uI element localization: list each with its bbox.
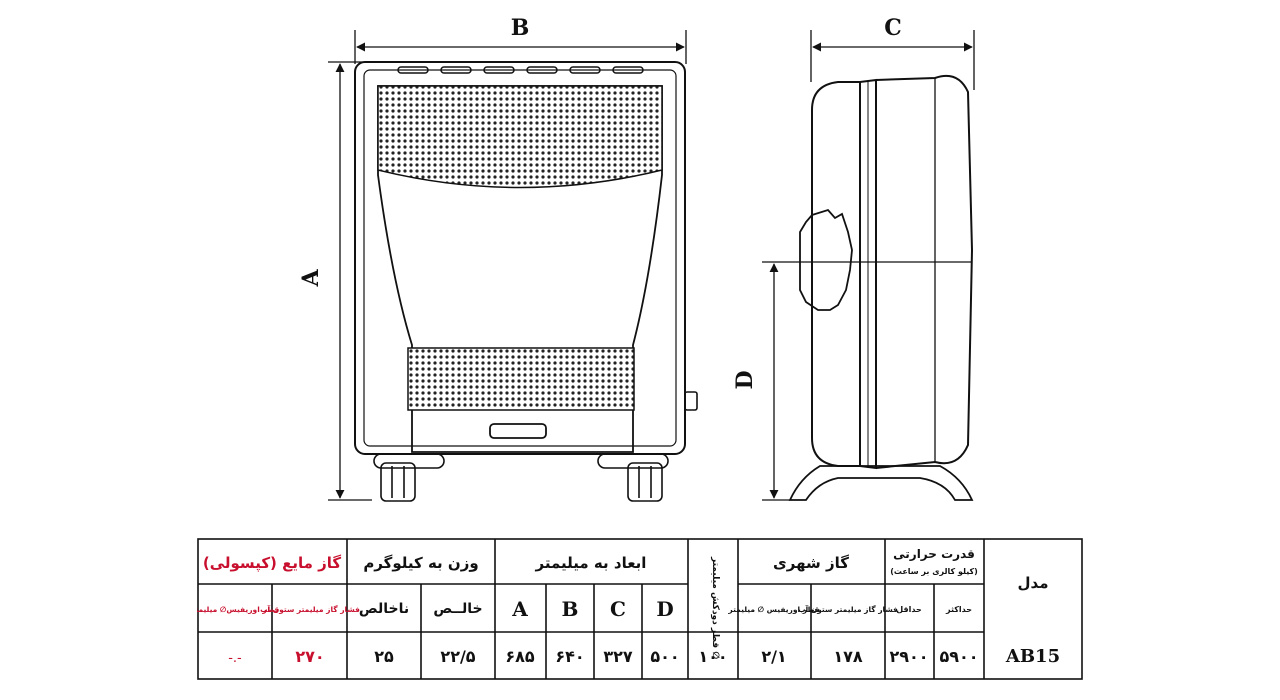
- side-stand: [788, 465, 974, 501]
- heat-max-label: حداکثر: [945, 605, 972, 614]
- dim-label-a: A: [298, 269, 324, 288]
- cell-d: ۵۰۰: [650, 647, 679, 666]
- dim-d-col: D: [656, 597, 673, 621]
- heat-header: قدرت حرارتی: [893, 547, 975, 561]
- heat-subheader: (کیلو کالری بر ساعت): [890, 567, 978, 576]
- dim-label-b: B: [511, 15, 530, 41]
- flue-header: ∅ قطر دودکش میلیمتر: [710, 556, 720, 659]
- cell-heat-min: ۲۹۰۰: [889, 647, 928, 666]
- dimension-d: [762, 261, 800, 501]
- gas-pressure-label: فشار گاز میلیمتر ستون آب: [798, 604, 898, 614]
- dim-label-c: C: [884, 15, 902, 41]
- lpg-header: گاز مایع (کپسولی): [203, 554, 342, 573]
- lpg-pressure-label: فشار گاز میلیمتر ستون آب: [260, 604, 360, 614]
- orifice-label: قطر اوریفیس ∅ میلیمتر: [727, 605, 819, 614]
- cell-gas-pressure: ۱۷۸: [833, 647, 863, 666]
- upper-grille: [377, 85, 663, 189]
- heat-min-label: حداقل: [896, 605, 922, 614]
- side-view: [788, 74, 974, 501]
- lpg-orifice-label: قطر اوریفیس∅ میلیمتر: [197, 605, 279, 614]
- cell-c: ۳۲۷: [603, 647, 633, 666]
- dim-label-d: D: [732, 370, 758, 389]
- front-panel: [377, 85, 663, 453]
- front-view: [354, 61, 698, 502]
- gross-label: ناخالص: [359, 601, 409, 617]
- spec-table: گاز مایع (کپسولی) وزن به کیلوگرم ابعاد ب…: [197, 538, 1083, 680]
- door-handle: [489, 423, 547, 439]
- top-vents: [397, 66, 644, 74]
- cell-net: ۲۲/۵: [440, 647, 475, 666]
- city-gas-header: گاز شهری: [773, 554, 849, 572]
- cell-lpg-pressure: ۲۷۰: [295, 647, 324, 666]
- dimension-b: [354, 30, 687, 64]
- dim-b-col: B: [562, 597, 579, 621]
- weight-header: وزن به کیلوگرم: [363, 554, 478, 572]
- cell-b: ۶۴۰: [555, 647, 584, 666]
- lower-grille: [407, 347, 635, 411]
- dim-a-col: A: [511, 597, 528, 621]
- cell-heat-max: ۵۹۰۰: [939, 647, 978, 666]
- side-knob: [684, 391, 698, 411]
- feet: [373, 453, 669, 502]
- cell-gross: ۲۵: [374, 647, 394, 666]
- dimension-c: [810, 30, 975, 90]
- cell-model: AB15: [1005, 646, 1060, 667]
- cell-orifice: ۲/۱: [761, 647, 786, 666]
- cell-a: ۶۸۵: [505, 647, 535, 666]
- dimension-a: [328, 61, 372, 501]
- heater-technical-drawing: B A C D: [298, 15, 975, 502]
- net-label: خالــص: [433, 601, 482, 617]
- control-knob: [799, 208, 853, 311]
- model-header: مدل: [1018, 574, 1049, 592]
- dim-c-col: C: [610, 597, 626, 621]
- cell-lpg-orifice: -.-: [228, 651, 242, 666]
- dims-header: ابعاد به میلیمتر: [535, 554, 647, 572]
- cell-flue: ۱۰۰: [698, 647, 727, 666]
